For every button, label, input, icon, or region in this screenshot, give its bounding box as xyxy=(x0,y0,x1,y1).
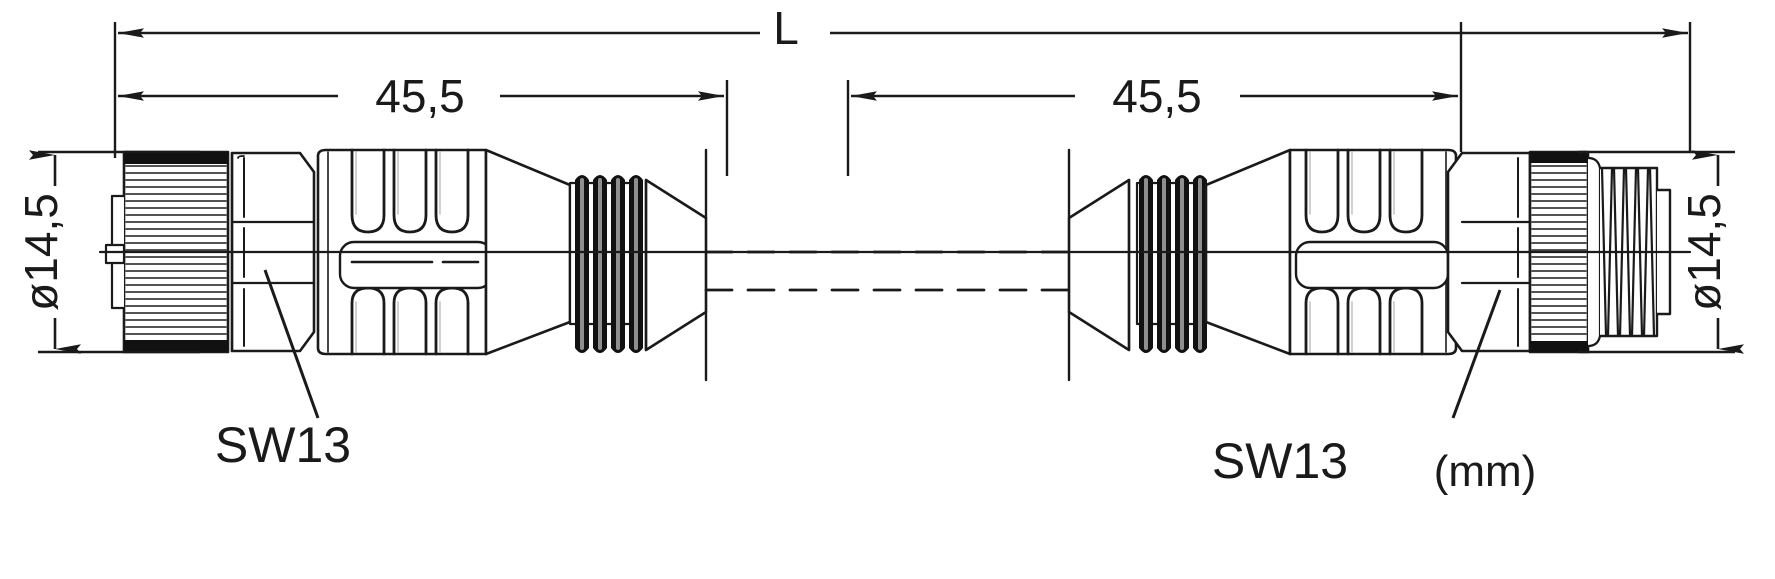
label-right-segment-length: 45,5 xyxy=(1112,70,1202,122)
label-right-diameter: ø14,5 xyxy=(1678,193,1730,311)
label-left-diameter: ø14,5 xyxy=(15,193,67,311)
leader-line-right-sw13 xyxy=(1451,289,1502,419)
label-overall-length: L xyxy=(773,2,799,54)
callout-right-sw13: SW13 xyxy=(1212,433,1348,489)
label-units: (mm) xyxy=(1434,447,1537,496)
left-strain-relief-bellows xyxy=(568,175,643,353)
cable-section xyxy=(704,148,1071,382)
leader-line-left-sw13 xyxy=(263,269,320,419)
label-left-segment-length: 45,5 xyxy=(375,70,465,122)
right-cable-grommet xyxy=(1067,178,1131,352)
left-cable-grommet xyxy=(644,178,708,352)
extension-lines xyxy=(38,22,1735,354)
right-strain-relief-bellows xyxy=(1135,175,1207,353)
callout-left-sw13: SW13 xyxy=(215,417,351,473)
